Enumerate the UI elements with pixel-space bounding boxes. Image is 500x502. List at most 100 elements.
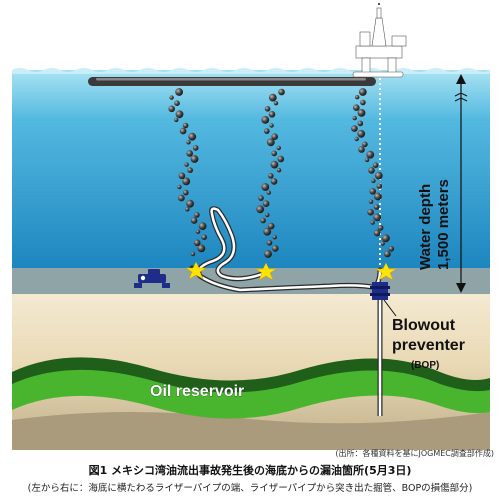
oil-droplet xyxy=(195,229,201,234)
oil-droplet xyxy=(380,241,385,246)
oil-droplet xyxy=(185,207,190,212)
oil-droplet xyxy=(263,227,272,236)
rov-icon xyxy=(134,269,170,288)
oil-droplet xyxy=(371,178,376,183)
oil-droplet xyxy=(377,225,384,231)
oil-droplet xyxy=(273,101,279,106)
oil-droplet xyxy=(357,120,364,127)
oil-droplet xyxy=(372,162,379,168)
oil-droplet xyxy=(270,178,278,185)
oil-droplet xyxy=(268,173,274,179)
oil-droplet xyxy=(178,172,186,180)
oil-droplet xyxy=(268,111,276,118)
oil-droplet xyxy=(271,150,278,157)
oil-droplet xyxy=(373,229,381,237)
figure-subcaption: (左から右に：海底に横たわるライザーパイプの端、ライザーパイプから突き出た掘管、… xyxy=(27,483,473,494)
oil-droplet xyxy=(201,234,207,240)
oil-droplet xyxy=(276,168,282,173)
oil-droplet xyxy=(374,171,383,180)
oil-droplet xyxy=(186,140,191,145)
oil-droplet xyxy=(190,217,198,224)
oil-droplet xyxy=(266,138,275,147)
oil-droplet xyxy=(360,99,366,106)
oil-droplet xyxy=(358,88,367,96)
deep-rock xyxy=(12,411,490,450)
oil-droplet xyxy=(267,222,275,230)
oil-droplet xyxy=(190,155,199,163)
oil-droplet xyxy=(366,150,375,159)
oil-droplet xyxy=(276,145,281,151)
oil-droplet xyxy=(373,213,382,222)
oil-droplet xyxy=(258,195,264,201)
oil-droplet xyxy=(182,122,189,129)
oil-droplet xyxy=(376,183,383,189)
oil-droplet xyxy=(355,95,360,100)
riser-pipe-core xyxy=(197,207,380,292)
oil-reservoir-dark xyxy=(12,357,490,403)
oil-droplet xyxy=(177,184,182,190)
oil-droplet xyxy=(261,116,270,124)
oil-droplet xyxy=(370,220,375,225)
bop-pointer xyxy=(383,299,397,317)
oil-droplet xyxy=(197,244,206,253)
blowout-preventer-label: Blowout preventer xyxy=(392,317,465,354)
oil-droplet xyxy=(357,129,366,138)
water-depth-arrow xyxy=(454,74,468,293)
oil-droplet xyxy=(278,88,285,96)
oil-droplet xyxy=(178,194,185,202)
oil-droplet xyxy=(175,110,184,119)
oil-droplet xyxy=(351,125,358,132)
oil-droplet xyxy=(264,128,270,134)
oil-droplet xyxy=(270,160,279,169)
oil-droplet xyxy=(194,212,200,218)
oil-droplet xyxy=(188,132,197,141)
oil-droplet xyxy=(260,217,266,224)
oil-droplet xyxy=(179,127,187,135)
oil-droplet xyxy=(357,109,366,117)
oil-droplet xyxy=(261,183,270,191)
oil-droplet xyxy=(266,190,271,195)
oil-droplets xyxy=(168,88,395,258)
oil-droplet xyxy=(354,136,359,142)
source-credit: (出所：各種資料を基にJOGMEC調査部作成) xyxy=(335,449,494,458)
oil-droplet xyxy=(374,192,382,201)
bop-abbrev-label: (BOP) xyxy=(411,360,439,371)
oil-droplet xyxy=(193,239,201,247)
oil-droplet xyxy=(262,200,270,207)
oil-droplet xyxy=(384,250,391,258)
oil-droplet xyxy=(198,222,207,231)
oil-droplet xyxy=(272,245,279,252)
drilling-rig-icon xyxy=(352,3,407,78)
oil-droplet xyxy=(364,157,370,163)
oil-droplet xyxy=(190,251,196,257)
oil-droplet xyxy=(382,234,390,243)
oil-droplet xyxy=(353,104,360,111)
sea-water xyxy=(12,70,490,268)
oil-reservoir-label: Oil reservoir xyxy=(150,383,244,400)
oil-droplet xyxy=(268,93,277,102)
oil-droplet xyxy=(182,177,191,186)
oil-droplet xyxy=(266,240,273,246)
leak-star-icon xyxy=(185,261,397,281)
oil-droplet xyxy=(175,88,184,96)
oil-droplet xyxy=(174,100,180,106)
water-depth-label: Water depth 1,500 meters xyxy=(417,179,452,270)
oil-droplet xyxy=(256,205,265,214)
oil-droplet xyxy=(368,167,375,174)
oil-droplet xyxy=(264,106,271,112)
oil-droplet xyxy=(358,146,365,153)
oil-slick-highlight xyxy=(96,78,366,81)
figure-caption: 図1 メキシコ湾油流出事故発生後の海底からの漏油箇所(5月3日) xyxy=(88,464,412,477)
oil-droplet xyxy=(187,167,193,173)
oil-droplet xyxy=(368,199,374,204)
oil-droplet xyxy=(184,162,189,167)
blowout-preventer-icon xyxy=(370,282,390,300)
oil-droplet xyxy=(362,141,368,148)
oil-droplet xyxy=(272,235,277,240)
gulf-oil-leak-diagram: Water depth 1,500 meters Blowout prevent… xyxy=(12,3,490,450)
oil-droplet xyxy=(183,189,189,196)
oil-droplet xyxy=(269,123,274,128)
oil-droplet xyxy=(186,150,193,157)
oil-droplet xyxy=(352,115,357,121)
oil-droplet xyxy=(277,155,285,163)
